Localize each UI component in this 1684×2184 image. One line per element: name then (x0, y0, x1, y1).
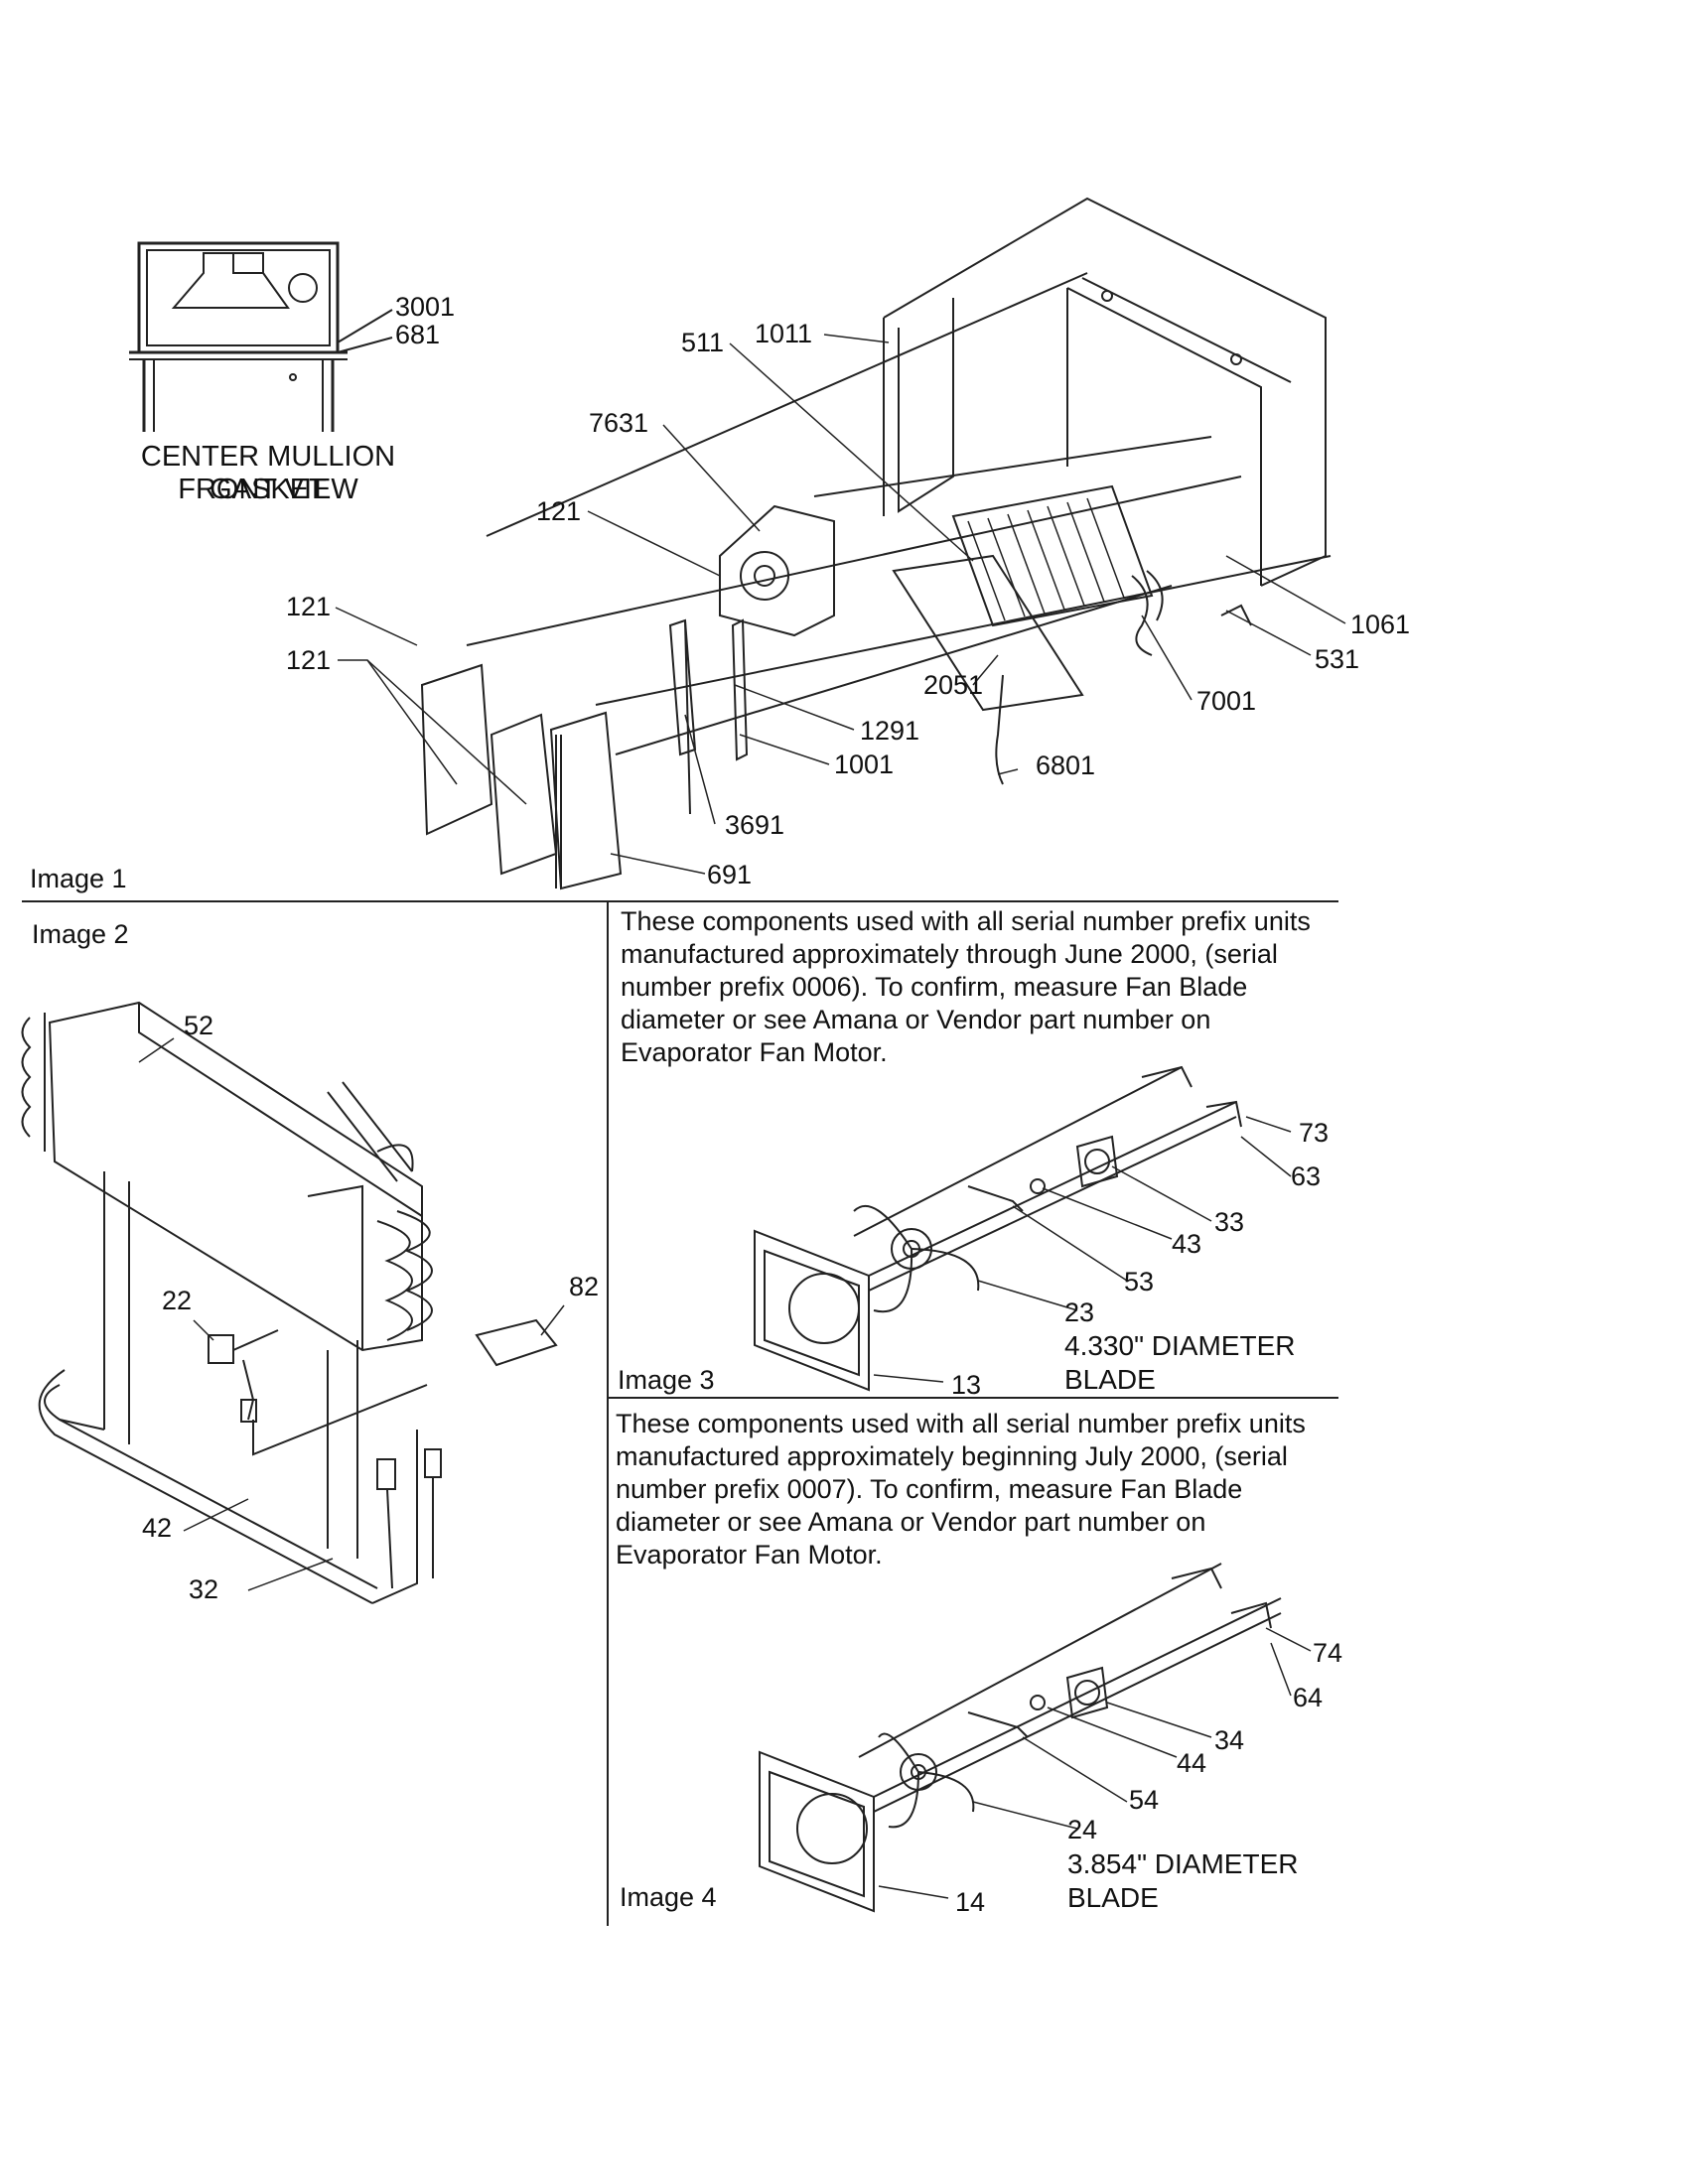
image3-blade-diameter: 4.330" DIAMETER (1064, 1330, 1296, 1361)
label-63: 63 (1291, 1161, 1322, 1191)
label-7001: 7001 (1196, 686, 1257, 716)
label-32: 32 (189, 1574, 219, 1604)
evaporator-heater-assembly (21, 1001, 558, 1604)
image1-tag: Image 1 (30, 864, 127, 893)
mullion-caption-line2: FRONT VIEW (178, 474, 358, 505)
label-13: 13 (951, 1370, 982, 1400)
fan-assembly-3854 (759, 1563, 1282, 1913)
image4-blade-diameter: 3.854" DIAMETER (1067, 1848, 1299, 1879)
label-64: 64 (1293, 1683, 1324, 1712)
image2-leader-lines (138, 1037, 565, 1591)
label-6801: 6801 (1036, 751, 1096, 780)
section-dividers (22, 900, 1338, 1926)
label-33: 33 (1214, 1207, 1245, 1237)
label-34: 34 (1214, 1725, 1245, 1755)
label-74: 74 (1313, 1638, 1343, 1668)
label-3691: 3691 (725, 810, 785, 840)
label-691: 691 (707, 860, 753, 889)
image4-blade-label: BLADE (1067, 1882, 1159, 1913)
label-44: 44 (1177, 1748, 1207, 1778)
image3-tag: Image 3 (618, 1365, 715, 1395)
label-681: 681 (395, 320, 441, 349)
label-53: 53 (1124, 1267, 1155, 1297)
image4-leader-lines (878, 1627, 1312, 1899)
label-2051: 2051 (923, 670, 984, 700)
label-1001: 1001 (834, 750, 895, 779)
label-43: 43 (1172, 1229, 1202, 1259)
image4-note: These components used with all serial nu… (616, 1409, 1306, 1570)
label-23: 23 (1064, 1297, 1095, 1327)
label-73: 73 (1299, 1118, 1330, 1148)
image1-leader-lines (335, 334, 1346, 875)
label-7631: 7631 (589, 408, 649, 438)
label-1011: 1011 (755, 319, 813, 348)
image3-note: These components used with all serial nu… (621, 906, 1311, 1067)
fan-assembly-4330 (754, 1065, 1242, 1392)
label-3001: 3001 (395, 292, 456, 322)
label-14: 14 (955, 1887, 986, 1917)
label-24: 24 (1067, 1815, 1098, 1844)
label-54: 54 (1129, 1785, 1160, 1815)
mullion-gasket-front-view (129, 241, 393, 432)
evaporator-cover-assembly (420, 197, 1332, 890)
label-531: 531 (1315, 644, 1360, 674)
image3-blade-label: BLADE (1064, 1364, 1156, 1395)
label-121-top: 121 (536, 496, 582, 526)
label-22: 22 (162, 1286, 193, 1315)
mullion-caption-line1: CENTER MULLION GASKET (140, 441, 396, 505)
label-52: 52 (184, 1011, 214, 1040)
label-1291: 1291 (860, 716, 920, 746)
label-121-mid: 121 (286, 592, 332, 621)
image3-leader-lines (873, 1116, 1292, 1383)
label-121-low: 121 (286, 645, 332, 675)
label-42: 42 (142, 1513, 173, 1543)
label-1061: 1061 (1350, 610, 1411, 639)
label-82: 82 (569, 1272, 600, 1301)
image2-tag: Image 2 (32, 919, 129, 949)
label-511: 511 (681, 328, 725, 357)
image4-tag: Image 4 (620, 1882, 717, 1912)
